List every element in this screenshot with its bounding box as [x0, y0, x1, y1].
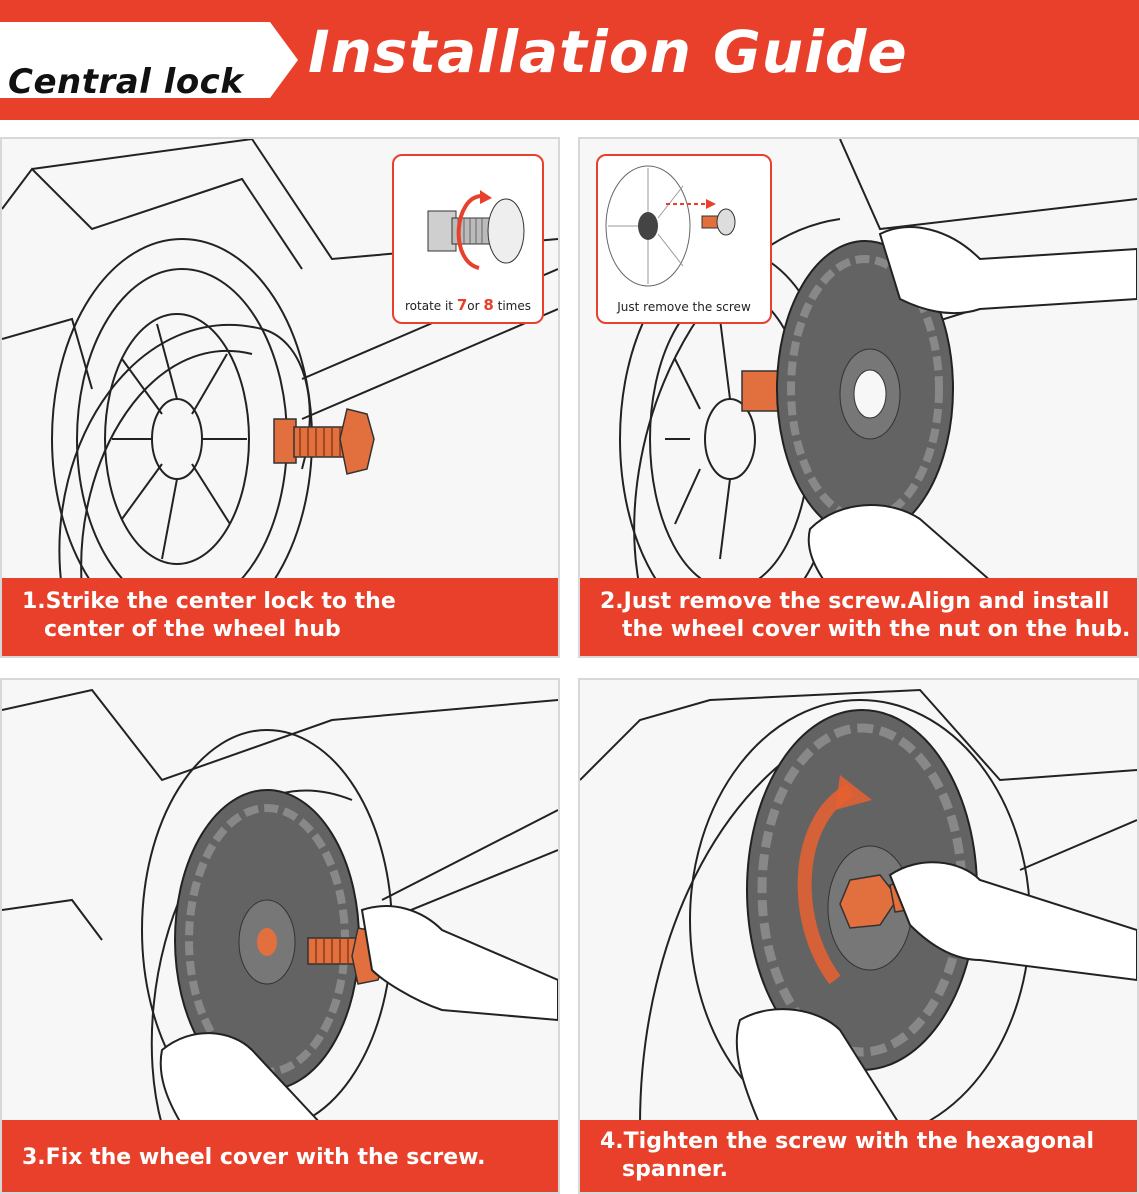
step-1-caption-line2: center of the wheel hub	[44, 617, 341, 642]
inset-number-7: 7	[456, 296, 468, 314]
step-2-panel: Just remove the screw 2.Just remove the …	[578, 137, 1139, 658]
step-4-illustration	[580, 688, 1137, 1130]
step-4-caption-line1: 4.Tighten the screw with the hexagonal	[600, 1129, 1095, 1154]
step-4-caption-line2: spanner.	[622, 1157, 729, 1182]
inset-number-8: 8	[483, 296, 494, 314]
wheel-cover	[776, 240, 954, 538]
step-2-caption-line2: the wheel cover with the nut on the hub.	[622, 617, 1131, 642]
header-tag: Central lock	[0, 22, 300, 102]
step-1-inset-label: rotate it 7or 8 times	[394, 296, 542, 314]
step-4-caption: 4.Tighten the screw with the hexagonal s…	[580, 1120, 1137, 1192]
hands	[159, 905, 558, 1126]
step-1-caption: 1.Strike the center lock to the center o…	[2, 578, 558, 656]
step-3-caption-line1: 3.Fix the wheel cover with the screw.	[22, 1145, 486, 1170]
inset-text-post: times	[493, 299, 531, 313]
hands	[807, 226, 1137, 589]
header-tag-shape	[0, 22, 298, 98]
step-2-caption-line1: 2.Just remove the screw.Align and instal…	[600, 589, 1110, 614]
header-banner: Central lock Installation Guide	[0, 0, 1139, 120]
step-2-illustration	[619, 139, 1137, 589]
step-2-caption: 2.Just remove the screw.Align and instal…	[580, 578, 1137, 656]
inset-text-pre: rotate it	[405, 299, 457, 313]
step-1-illustration	[2, 139, 558, 589]
step-3-panel: 3.Fix the wheel cover with the screw.	[0, 678, 560, 1194]
step-1-inset: rotate it 7or 8 times	[392, 154, 544, 324]
step-2-inset-label: Just remove the screw	[617, 300, 751, 314]
page-title: Installation Guide	[308, 18, 908, 86]
inset-text-mid: or	[467, 299, 484, 313]
step-3-caption: 3.Fix the wheel cover with the screw.	[2, 1120, 558, 1192]
step-2-inset: Just remove the screw	[596, 154, 772, 324]
hub-nut	[741, 370, 779, 412]
step-3-illustration	[2, 688, 558, 1130]
rotate-illustration	[427, 190, 525, 270]
remove-screw-illustration	[605, 165, 736, 287]
step-4-panel: 4.Tighten the screw with the hexagonal s…	[578, 678, 1139, 1194]
step-1-caption-line1: 1.Strike the center lock to the	[22, 589, 396, 614]
center-lock-part	[273, 408, 375, 475]
rotation-arrow	[797, 775, 872, 985]
step-1-panel: rotate it 7or 8 times 1.Strike the cente…	[0, 137, 560, 658]
header-tag-label: Central lock	[8, 62, 244, 102]
